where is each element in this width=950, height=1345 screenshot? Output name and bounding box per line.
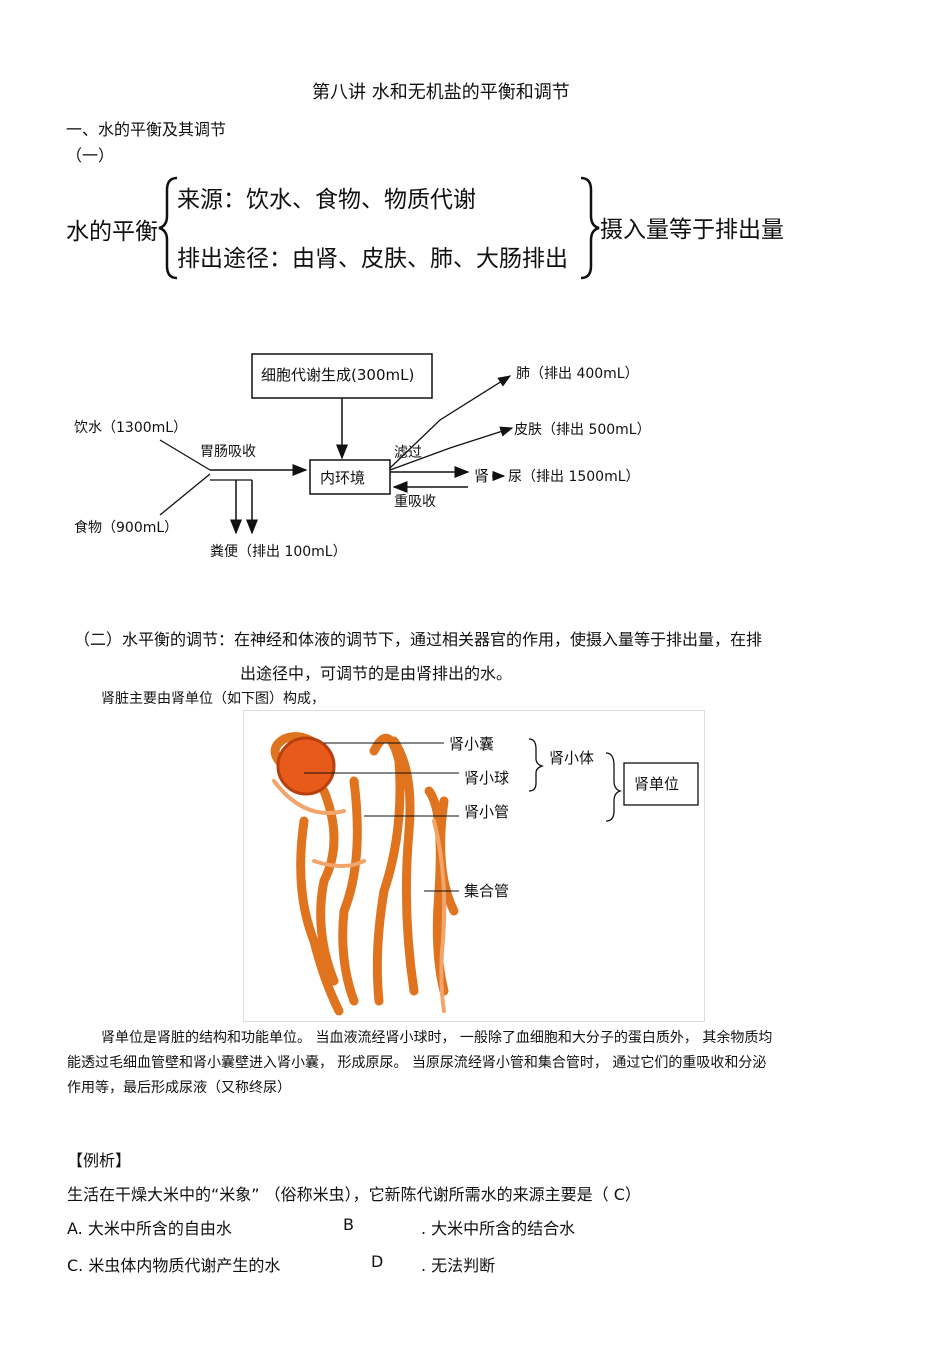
cell-metabolism-label: 细胞代谢生成(300mL) <box>261 366 414 384</box>
example-question: 生活在干燥大米中的“米象” （俗称米虫），它新陈代谢所需水的来源主要是（ C） <box>67 1185 641 1204</box>
kidney-label: 肾 <box>474 467 489 485</box>
option-a: A. 大米中所含的自由水 <box>67 1219 232 1238</box>
internal-env-label: 内环境 <box>320 469 365 487</box>
intake-equals-output-text: 摄入量等于排出量 <box>600 217 784 243</box>
glomerulus-label: 肾小球 <box>464 769 509 787</box>
example-heading: 【例析】 <box>67 1151 132 1170</box>
capsule-label: 肾小囊 <box>449 735 494 753</box>
feces-label: 粪便（排出 100mL） <box>210 544 347 560</box>
page-title: 第八讲 水和无机盐的平衡和调节 <box>312 82 570 103</box>
reabsorb-label: 重吸收 <box>394 494 436 510</box>
nephron-illustration: 肾小囊 肾小球 肾小管 集合管 肾小体 肾单位 <box>270 732 699 1016</box>
food-label: 食物（900mL） <box>74 519 178 536</box>
unit-brace-icon <box>605 752 623 822</box>
water-source-text: 来源：饮水、食物、物质代谢 <box>177 187 476 213</box>
collecting-duct-label: 集合管 <box>464 882 509 900</box>
drink-line <box>159 439 211 471</box>
lung-label: 肺（排出 400mL） <box>516 366 639 382</box>
unit-label: 肾单位 <box>634 775 679 793</box>
nephron-paragraph-line-3: 作用等，最后形成尿液（又称终尿） <box>67 1080 291 1096</box>
nephron-figure: 肾小囊 肾小球 肾小管 集合管 肾小体 肾单位 <box>243 710 705 1022</box>
nephron-paragraph-line-1: 肾单位是肾脏的结构和功能单位。 当血液流经肾小球时， 一般除了血细胞和大分子的蛋… <box>101 1030 773 1046</box>
water-flow-diagram: 细胞代谢生成(300mL) 内环境 饮水（1300mL） 食物（900mL） 胃… <box>74 353 651 560</box>
nephron-paragraph-line-2: 能透过毛细血管壁和肾小囊壁进入肾小囊， 形成原尿。 当原尿流经肾小管和集合管时，… <box>67 1055 767 1071</box>
water-excretion-text: 排出途径：由肾、皮肤、肺、大肠排出 <box>177 246 568 272</box>
subsection-one-label: （一） <box>66 146 115 165</box>
option-b-text: . 大米中所含的结合水 <box>421 1219 576 1238</box>
skin-arrow <box>389 426 514 471</box>
drink-label: 饮水（1300mL） <box>74 420 187 436</box>
subsection-two-line-1: （二）水平衡的调节：在神经和体液的调节下，通过相关器官的作用，使摄入量等于排出量… <box>74 630 763 649</box>
corpuscle-brace-icon <box>528 738 545 792</box>
label-lines <box>304 742 459 892</box>
subsection-two-line-2: 出途径中，可调节的是由肾排出的水。 <box>240 664 513 683</box>
filter-label: 滤过 <box>394 445 422 461</box>
option-c: C. 米虫体内物质代谢产生的水 <box>67 1256 281 1275</box>
internal-env-box <box>309 459 391 495</box>
glomerulus-shape <box>276 736 336 796</box>
kidney-intro-text: 肾脏主要由肾单位（如下图）构成， <box>101 691 325 707</box>
left-brace-icon <box>158 176 178 280</box>
option-d-letter: D <box>371 1252 384 1271</box>
gut-absorb-label: 胃肠吸收 <box>200 444 256 460</box>
unit-box <box>623 762 699 806</box>
lung-arrow <box>389 375 512 469</box>
food-line <box>159 473 211 516</box>
tubule-label: 肾小管 <box>464 803 509 821</box>
option-d-text: . 无法判断 <box>421 1256 496 1275</box>
option-b-letter: B <box>343 1215 354 1234</box>
corpuscle-label: 肾小体 <box>549 749 594 767</box>
right-brace-icon <box>580 176 600 280</box>
skin-label: 皮肤（排出 500mL） <box>514 422 651 438</box>
urine-label: 尿（排出 1500mL） <box>508 469 640 485</box>
section-heading-water-balance: 一、水的平衡及其调节 <box>66 120 227 139</box>
water-balance-label: 水的平衡 <box>66 219 158 245</box>
